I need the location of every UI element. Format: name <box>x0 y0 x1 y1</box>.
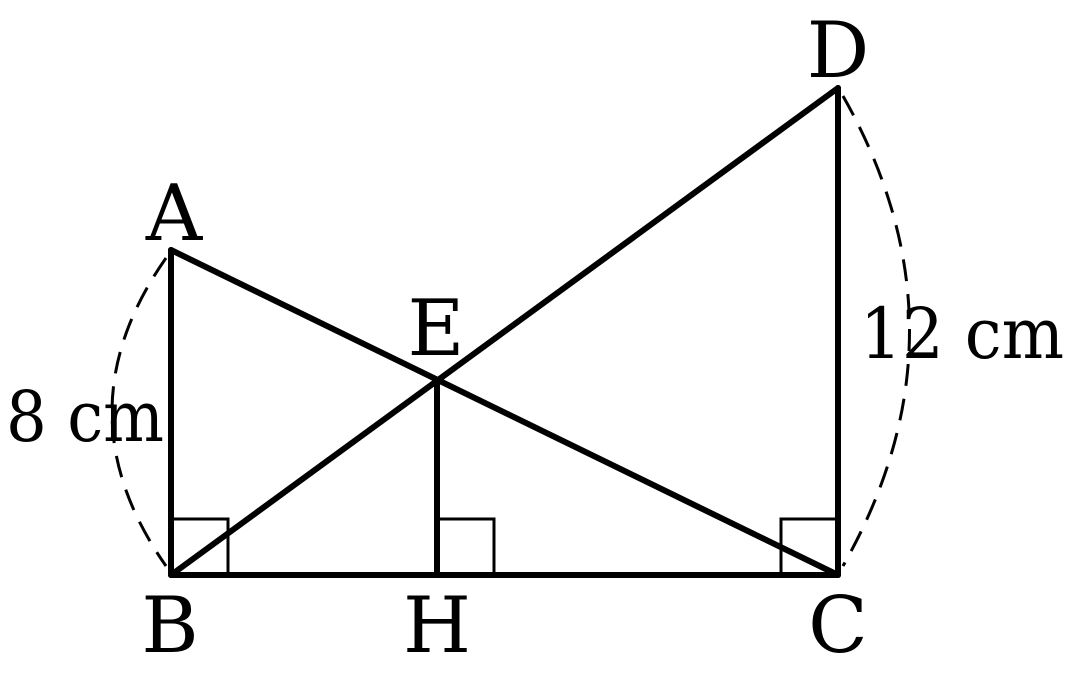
length-label-cd: 12 cm <box>860 293 1064 375</box>
point-label-a: A <box>145 169 204 259</box>
point-label-e: E <box>408 284 465 374</box>
point-label-b: B <box>141 581 198 671</box>
right-angle-marker-b <box>171 517 230 575</box>
right-angle-marker-h <box>437 517 496 575</box>
point-label-d: D <box>807 6 870 96</box>
length-label-ab: 8 cm <box>6 376 164 458</box>
dimension-arc-ab <box>110 257 168 567</box>
point-label-c: C <box>808 581 868 671</box>
segment-bd <box>168 85 841 578</box>
segment-ac <box>168 247 841 578</box>
point-label-h: H <box>403 581 471 671</box>
dimension-arc-cd <box>841 95 911 567</box>
right-angle-marker-c <box>779 517 838 575</box>
